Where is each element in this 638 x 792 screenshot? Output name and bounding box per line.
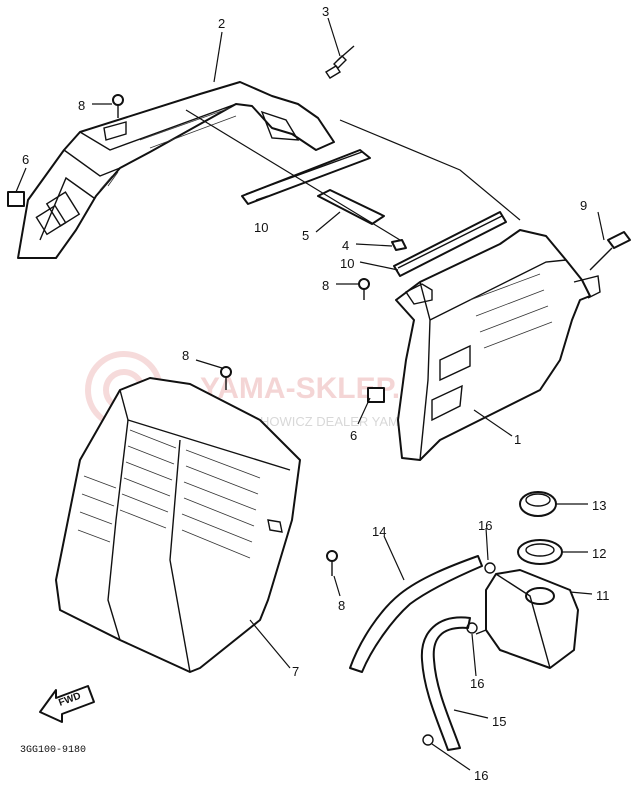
part-5-damper: [317, 189, 385, 225]
label-part-3: 3: [322, 4, 329, 19]
label-part-4: 4: [342, 238, 349, 253]
part-10-seal-strip-lower: [393, 211, 507, 277]
forward-arrow-icon: [39, 685, 95, 723]
label-part-2: 2: [218, 16, 225, 31]
part-14-hose: [349, 555, 483, 673]
label-part-8-a: 8: [78, 98, 85, 113]
part-6-clip-b: [367, 387, 385, 403]
label-part-16-b: 16: [470, 676, 484, 691]
part-labels: 2 3 8 6 10 5 4 10 8 9 8 6 1 13 14 16 12 …: [22, 4, 610, 783]
label-part-8-c: 8: [182, 348, 189, 363]
label-part-8-d: 8: [338, 598, 345, 613]
part-4-nut: [391, 239, 407, 251]
part-11-reservoir-tank: [475, 569, 579, 669]
part-15-hose: [420, 616, 471, 751]
part-13-cap: [519, 491, 557, 517]
watermark-brand: YAMA-SKLEP.PL: [200, 372, 438, 405]
part-8-screw-d: [326, 550, 338, 576]
label-part-15: 15: [492, 714, 506, 729]
leader-lines: [15, 17, 605, 771]
label-part-10-b: 10: [340, 256, 354, 271]
catalog-code: 3GG100-9180: [20, 745, 86, 756]
label-part-7: 7: [292, 664, 299, 679]
label-part-1: 1: [514, 432, 521, 447]
part-1-air-shroud: [395, 229, 601, 461]
part-8-screw-b: [358, 278, 370, 300]
label-part-10-a: 10: [254, 220, 268, 235]
part-8-screw-a: [112, 94, 124, 118]
label-part-5: 5: [302, 228, 309, 243]
label-part-9: 9: [580, 198, 587, 213]
label-part-11: 11: [596, 588, 610, 603]
label-part-16-c: 16: [474, 768, 488, 783]
part-16-clamp-a: [484, 562, 496, 574]
label-part-13: 13: [592, 498, 606, 513]
part-6-clip-a: [7, 191, 25, 207]
part-9-bolt: [589, 231, 631, 271]
part-12-cap-seal: [517, 539, 563, 565]
part-16-clamp-b: [466, 622, 478, 634]
part-10-seal-strip-upper: [241, 149, 371, 205]
label-part-6-a: 6: [22, 152, 29, 167]
forward-arrow: FWD: [39, 685, 95, 723]
label-part-8-b: 8: [322, 278, 329, 293]
label-part-16-a: 16: [478, 518, 492, 533]
part-8-screw-c: [220, 366, 232, 390]
label-part-6-b: 6: [350, 428, 357, 443]
part-2-shroud-bracket: [17, 81, 335, 259]
part-7-radiator-grill: [55, 377, 301, 673]
part-3-screw: [325, 45, 355, 79]
label-part-12: 12: [592, 546, 606, 561]
label-part-14: 14: [372, 524, 386, 539]
part-16-clamp-c: [422, 734, 434, 746]
